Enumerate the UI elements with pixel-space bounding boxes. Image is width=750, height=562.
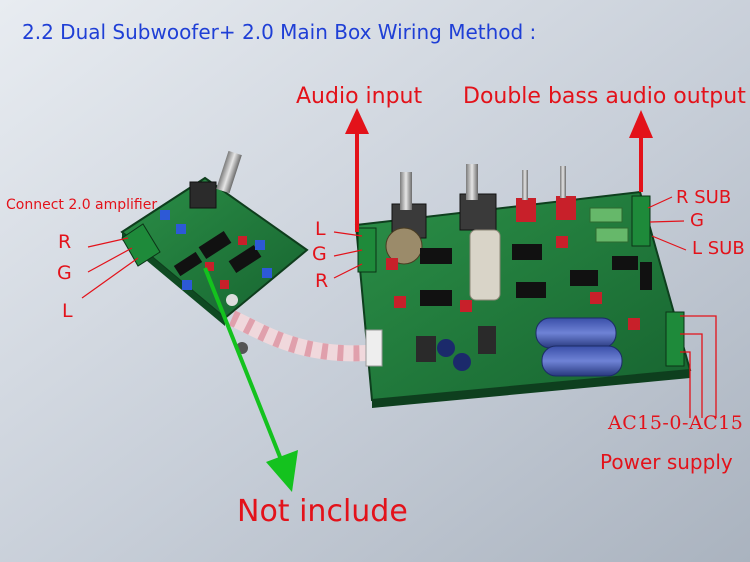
connect-amp-label: Connect 2.0 amplifier	[6, 197, 158, 213]
sub-pin-g: G	[690, 210, 704, 231]
bass-output-label: Double bass audio output	[463, 84, 746, 109]
sub-pin-r: R SUB	[676, 187, 732, 208]
ribbon-cable	[228, 310, 381, 362]
ac-spec-label: AC15-0-AC15	[608, 412, 744, 434]
bass-output-arrow	[629, 110, 653, 192]
input-pin-r: R	[315, 270, 329, 292]
input-pin-lines	[333, 231, 363, 279]
not-include-arrow	[203, 267, 298, 492]
input-pin-g: G	[312, 243, 327, 265]
sub-pin-lines	[647, 196, 687, 251]
left-pin-lines	[81, 237, 139, 299]
page-title: 2.2 Dual Subwoofer+ 2.0 Main Box Wiring …	[22, 20, 537, 44]
left-pin-g: G	[57, 262, 72, 284]
power-lines	[680, 315, 717, 418]
left-pin-r: R	[58, 231, 72, 253]
power-supply-label: Power supply	[600, 450, 733, 474]
audio-input-arrow	[345, 108, 369, 232]
not-include-label: Not include	[237, 494, 408, 529]
main-pcb-board	[354, 164, 692, 408]
left-pcb-board	[120, 150, 309, 354]
input-pin-l: L	[315, 218, 326, 240]
audio-input-label: Audio input	[296, 84, 423, 109]
sub-pin-l: L SUB	[692, 238, 745, 259]
left-pin-l: L	[62, 300, 73, 322]
